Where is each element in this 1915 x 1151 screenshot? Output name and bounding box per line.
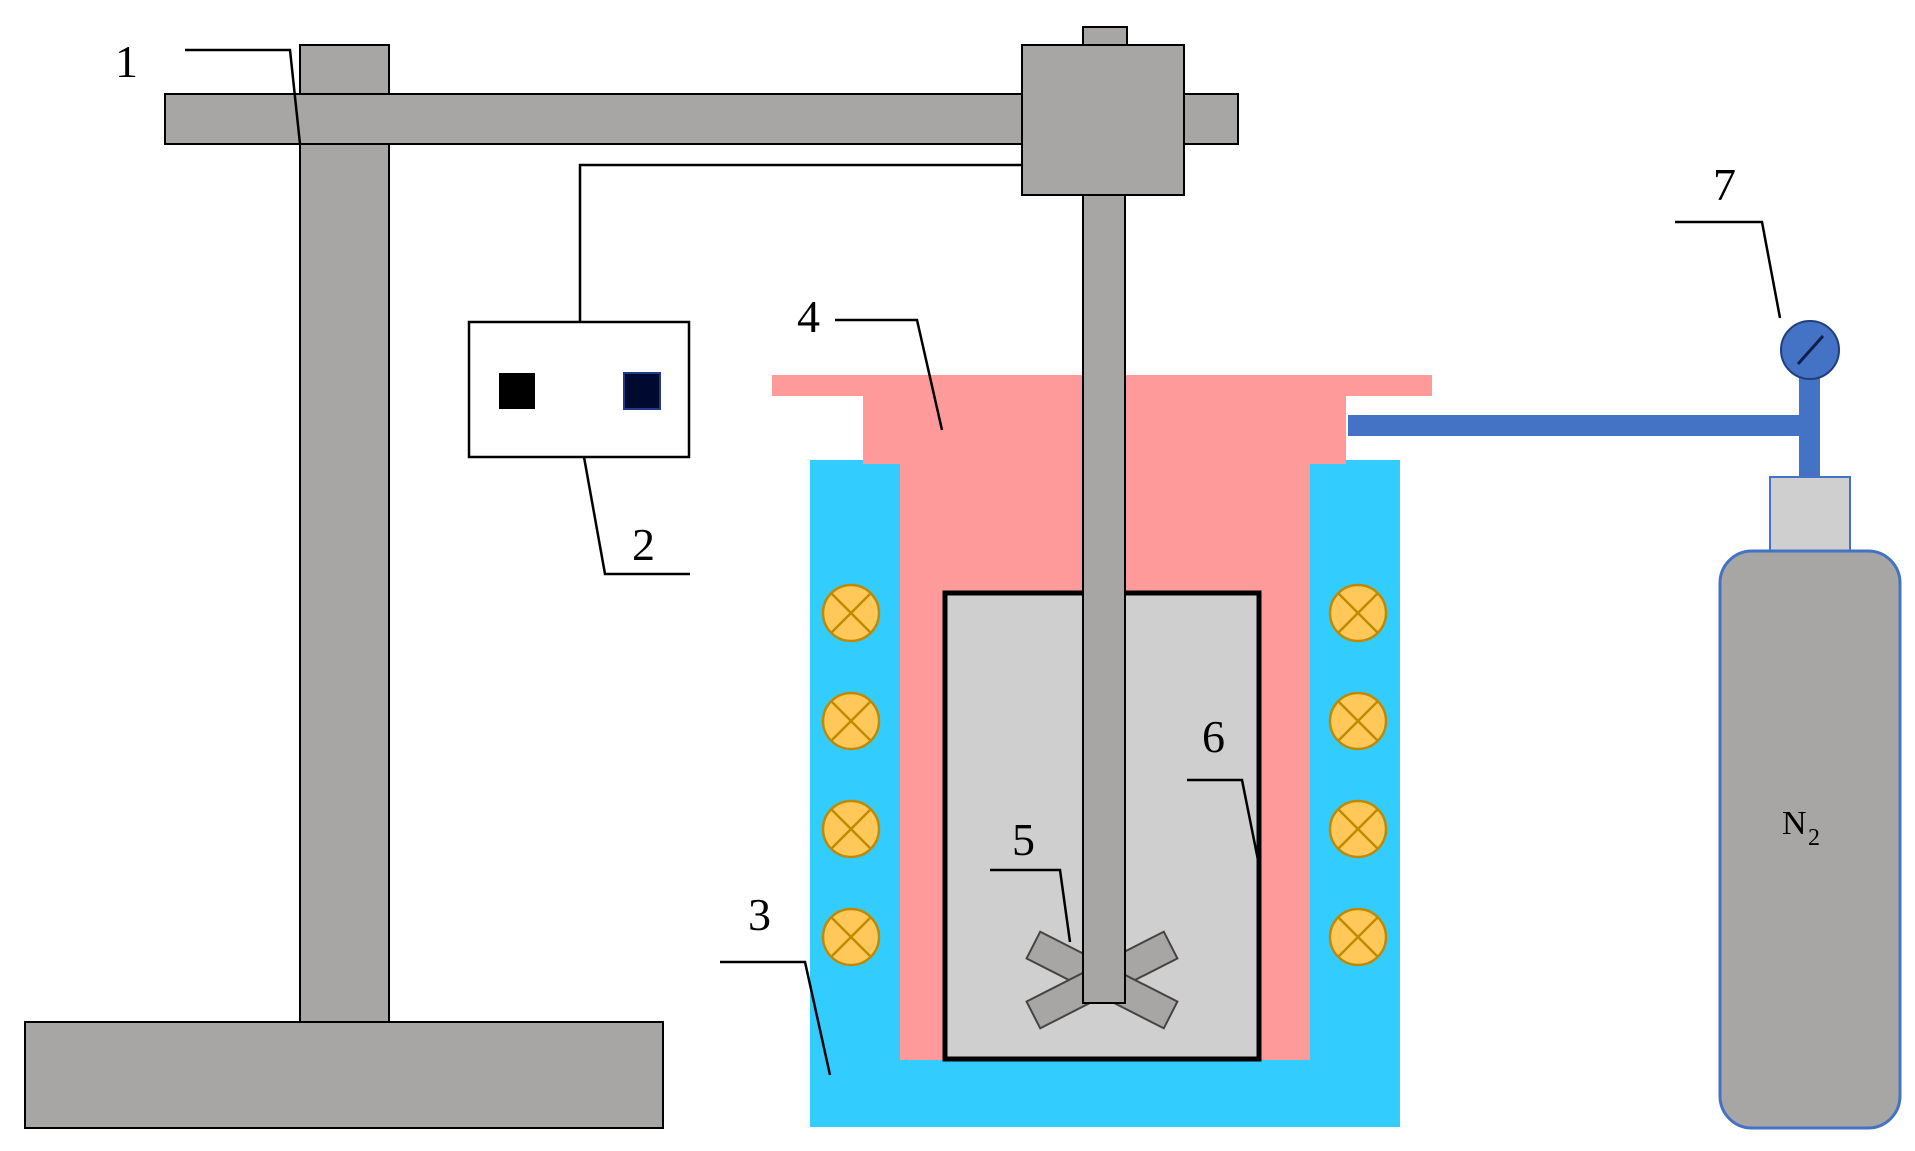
label-4: 4 xyxy=(797,291,820,342)
controller-cable xyxy=(578,163,1022,322)
cylinder-valve xyxy=(1769,476,1851,553)
controller-button-right xyxy=(623,372,661,410)
label-7: 7 xyxy=(1713,159,1736,210)
leader-line-1 xyxy=(185,48,302,145)
coil-icon xyxy=(821,583,881,643)
gas-pipe-vertical xyxy=(1799,378,1820,478)
label-5: 5 xyxy=(1012,814,1035,865)
stirrer-shaft xyxy=(1082,194,1126,1004)
leader-line-5 xyxy=(990,868,1072,943)
gas-pipe-horizontal xyxy=(1348,415,1808,436)
nitrogen-supply: N 2 xyxy=(1348,320,1902,1130)
gauge-icon xyxy=(1780,320,1840,380)
leader-line-6 xyxy=(1187,778,1260,861)
leader-line-3 xyxy=(720,960,832,1076)
gas-subscript: 2 xyxy=(1808,825,1820,851)
gauge-needle xyxy=(1796,335,1825,365)
controller xyxy=(467,163,1022,459)
stirrer xyxy=(1021,26,1185,196)
label-3: 3 xyxy=(748,889,771,940)
label-1: 1 xyxy=(115,36,138,87)
coil-icon xyxy=(1328,799,1388,859)
coil-icon xyxy=(1328,691,1388,751)
controller-button-left xyxy=(499,373,535,409)
label-6: 6 xyxy=(1202,711,1225,762)
coil-icon xyxy=(821,799,881,859)
coil-icon xyxy=(1328,583,1388,643)
coil-icon xyxy=(1328,907,1388,967)
coil-icon xyxy=(821,907,881,967)
gas-symbol: N xyxy=(1782,805,1807,842)
gas-cylinder xyxy=(1718,549,1902,1130)
leader-line-7 xyxy=(1675,220,1782,319)
leader-lines xyxy=(185,48,1782,1076)
coil-icon xyxy=(821,691,881,751)
heating-coils xyxy=(821,583,1388,967)
label-2: 2 xyxy=(632,519,655,570)
stand-pole xyxy=(299,44,390,1023)
leader-line-4 xyxy=(835,318,944,431)
stirrer-motor xyxy=(1021,44,1185,196)
stand-base xyxy=(24,1021,664,1129)
leader-line-2 xyxy=(582,456,690,576)
